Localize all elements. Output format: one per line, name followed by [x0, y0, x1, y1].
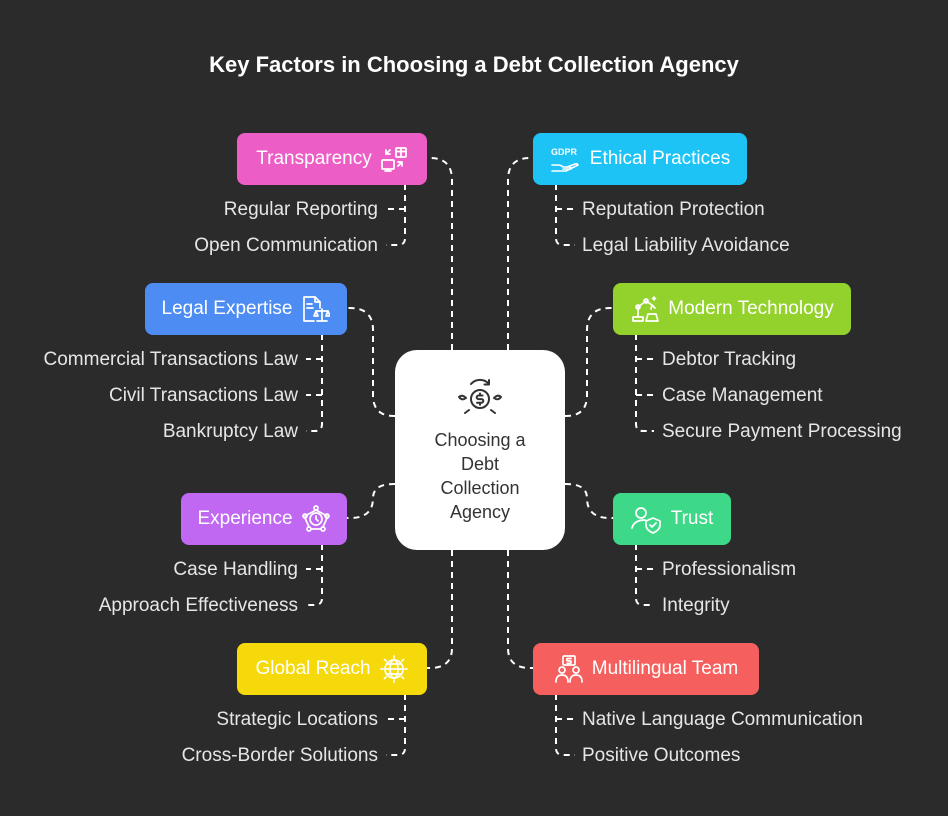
trust-item-professionalism: Professionalism: [662, 559, 797, 580]
multilingual-item-positive-outcomes: Positive Outcomes: [582, 745, 741, 766]
robot-arm-icon: [630, 294, 660, 324]
experience-item-case-handling: Case Handling: [173, 559, 298, 580]
factor-label: Global Reach: [255, 658, 371, 679]
connector-multilingual: [507, 550, 533, 669]
ethical-item-reputation-protection: Reputation Protection: [582, 199, 765, 220]
factor-legal-expertise: Legal Expertise: [145, 283, 347, 335]
factor-label: Transparency: [256, 148, 372, 169]
connector-transparency: [427, 157, 453, 350]
factor-trust: Trust: [613, 493, 731, 545]
svg-text:GDPR: GDPR: [551, 147, 578, 157]
legal-item-bankruptcy-law: Bankruptcy Law: [162, 421, 298, 442]
factor-ethical-practices: GDPR Ethical Practices: [533, 133, 747, 185]
factor-modern-technology: Modern Technology: [613, 283, 851, 335]
connector-experience: [347, 483, 395, 519]
data-transfer-icon: [380, 145, 408, 173]
connector-trust: [565, 483, 613, 519]
network-badge-icon: [301, 504, 331, 534]
factor-label: Legal Expertise: [161, 298, 293, 319]
factor-transparency: Transparency: [237, 133, 427, 185]
factor-experience: Experience: [181, 493, 347, 545]
factor-label: Trust: [670, 508, 714, 529]
center-label: Choosing a Debt Collection Agency: [434, 430, 526, 522]
connector-technology: [565, 307, 613, 417]
center-node: Choosing a Debt Collection Agency: [395, 350, 565, 550]
technology-item-secure-payment-processing: Secure Payment Processing: [662, 421, 902, 442]
globe-icon: [379, 654, 409, 684]
multilingual-item-native-language-communication: Native Language Communication: [582, 709, 863, 730]
legal-item-civil-transactions-law: Civil Transactions Law: [108, 385, 298, 406]
global-item-strategic-locations: Strategic Locations: [216, 709, 378, 730]
factor-label: Multilingual Team: [591, 658, 739, 679]
diagram-title: Key Factors in Choosing a Debt Collectio…: [209, 52, 739, 77]
connector-ethical: [507, 157, 533, 350]
transparency-item-regular-reporting: Regular Reporting: [223, 199, 378, 220]
team-money-icon: [554, 654, 584, 684]
factor-global-reach: Global Reach: [237, 643, 427, 695]
trust-item-integrity: Integrity: [662, 595, 730, 616]
factor-label: Modern Technology: [668, 298, 834, 319]
gdpr-hand-icon: GDPR: [550, 145, 582, 173]
factor-multilingual-team: Multilingual Team: [533, 643, 759, 695]
user-check-icon: [630, 504, 663, 534]
connector-global: [427, 550, 453, 669]
global-item-cross-border-solutions: Cross-Border Solutions: [181, 745, 378, 766]
legal-document-scale-icon: [300, 294, 331, 324]
technology-item-case-management: Case Management: [662, 385, 823, 406]
experience-item-approach-effectiveness: Approach Effectiveness: [98, 595, 298, 616]
factor-label: Ethical Practices: [589, 148, 731, 169]
money-cycle-icon: [457, 372, 503, 418]
legal-item-commercial-transactions-law: Commercial Transactions Law: [43, 349, 298, 370]
technology-item-debtor-tracking: Debtor Tracking: [662, 349, 797, 370]
factor-label: Experience: [197, 508, 293, 529]
transparency-item-open-communication: Open Communication: [194, 235, 378, 256]
connector-legal: [347, 307, 395, 417]
ethical-item-legal-liability-avoidance: Legal Liability Avoidance: [582, 235, 790, 256]
